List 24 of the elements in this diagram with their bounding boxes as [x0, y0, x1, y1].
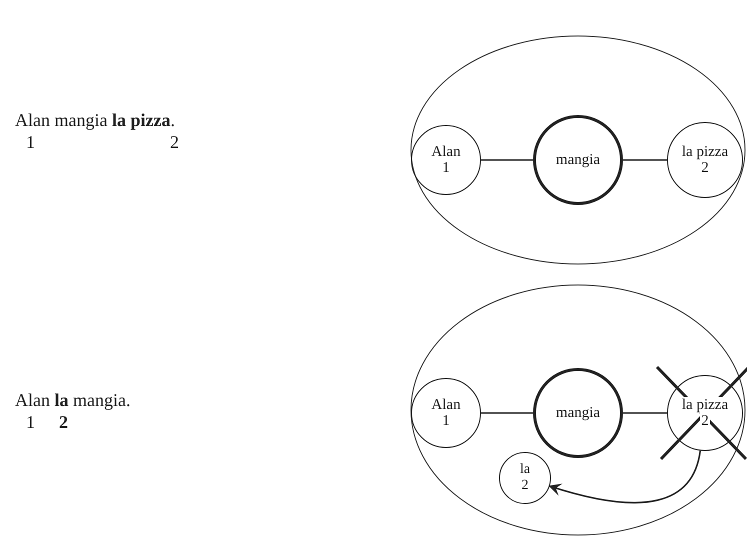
word-circle	[499, 452, 551, 504]
node-text: la pizza	[680, 397, 730, 413]
node-text: mangia	[554, 152, 602, 168]
sentence-text: Alan mangia la pizza.	[15, 110, 175, 131]
connector-line	[481, 159, 533, 161]
connector-line	[623, 412, 667, 414]
index-number: 1	[26, 132, 35, 153]
node-text: la pizza	[680, 144, 730, 160]
word-circle	[533, 368, 623, 458]
clause-ellipse	[410, 35, 746, 265]
word-circle	[411, 125, 481, 195]
connector-line	[623, 159, 667, 161]
word-circle	[411, 378, 481, 448]
curved-arrow	[548, 450, 702, 504]
word-circle	[667, 375, 743, 451]
word-circle	[667, 122, 743, 198]
index-number: 2	[170, 132, 179, 153]
word-circle	[533, 115, 623, 205]
index-number: 1	[26, 412, 35, 433]
connector-line	[481, 412, 533, 414]
index-number: 2	[59, 412, 68, 433]
sentence-text: Alan la mangia.	[15, 390, 130, 411]
node-text: mangia	[554, 405, 602, 421]
clause-ellipse	[410, 284, 746, 536]
